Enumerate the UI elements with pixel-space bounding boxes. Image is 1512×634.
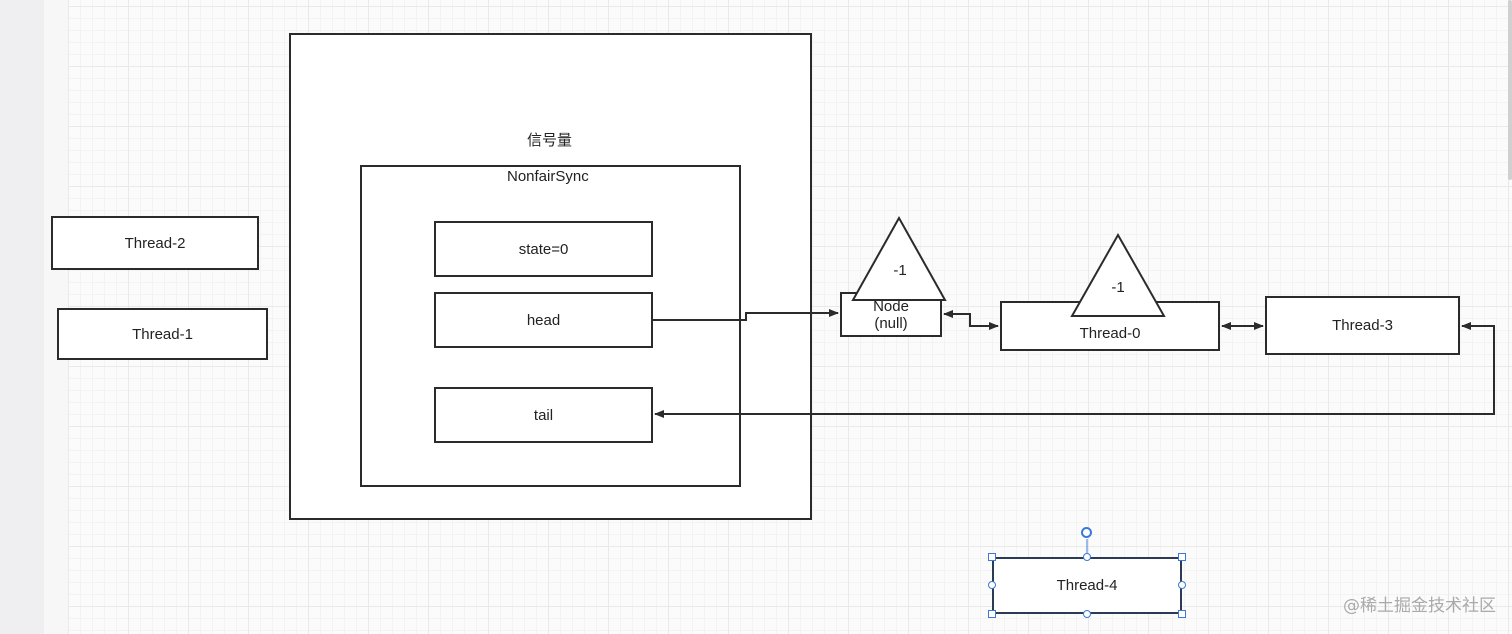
resize-handle-bottom[interactable] bbox=[1083, 610, 1091, 618]
thread-1-box[interactable]: Thread-1 bbox=[57, 308, 268, 360]
thread-4-box[interactable]: Thread-4 bbox=[992, 557, 1182, 614]
resize-handle-bottom-left[interactable] bbox=[988, 610, 996, 618]
watermark: @稀土掘金技术社区 bbox=[1343, 596, 1496, 616]
resize-handle-top[interactable] bbox=[1083, 553, 1091, 561]
node-line2: (null) bbox=[874, 315, 908, 332]
node-null-box[interactable]: Node (null) bbox=[840, 292, 942, 337]
rotate-handle[interactable] bbox=[1081, 527, 1092, 538]
thread-3-box[interactable]: Thread-3 bbox=[1265, 296, 1460, 355]
left-toolbar-gutter bbox=[0, 0, 45, 634]
semaphore-label: 信号量 bbox=[527, 132, 573, 149]
tail-field[interactable]: tail bbox=[434, 387, 653, 443]
node-line1: Node bbox=[873, 298, 909, 315]
thread-0-label: Thread-0 bbox=[1079, 325, 1141, 342]
vertical-scrollbar[interactable] bbox=[1508, 0, 1512, 180]
nonfairsync-label: NonfairSync bbox=[507, 168, 589, 185]
resize-handle-bottom-right[interactable] bbox=[1178, 610, 1186, 618]
thread-0-box[interactable]: Thread-0 bbox=[1000, 301, 1220, 351]
head-field[interactable]: head bbox=[434, 292, 653, 348]
resize-handle-top-right[interactable] bbox=[1178, 553, 1186, 561]
thread0-status-label: -1 bbox=[1111, 279, 1125, 296]
state-field[interactable]: state=0 bbox=[434, 221, 653, 277]
node-status-label: -1 bbox=[893, 262, 907, 279]
thread-2-box[interactable]: Thread-2 bbox=[51, 216, 259, 270]
resize-handle-left[interactable] bbox=[988, 581, 996, 589]
resize-handle-right[interactable] bbox=[1178, 581, 1186, 589]
resize-handle-top-left[interactable] bbox=[988, 553, 996, 561]
